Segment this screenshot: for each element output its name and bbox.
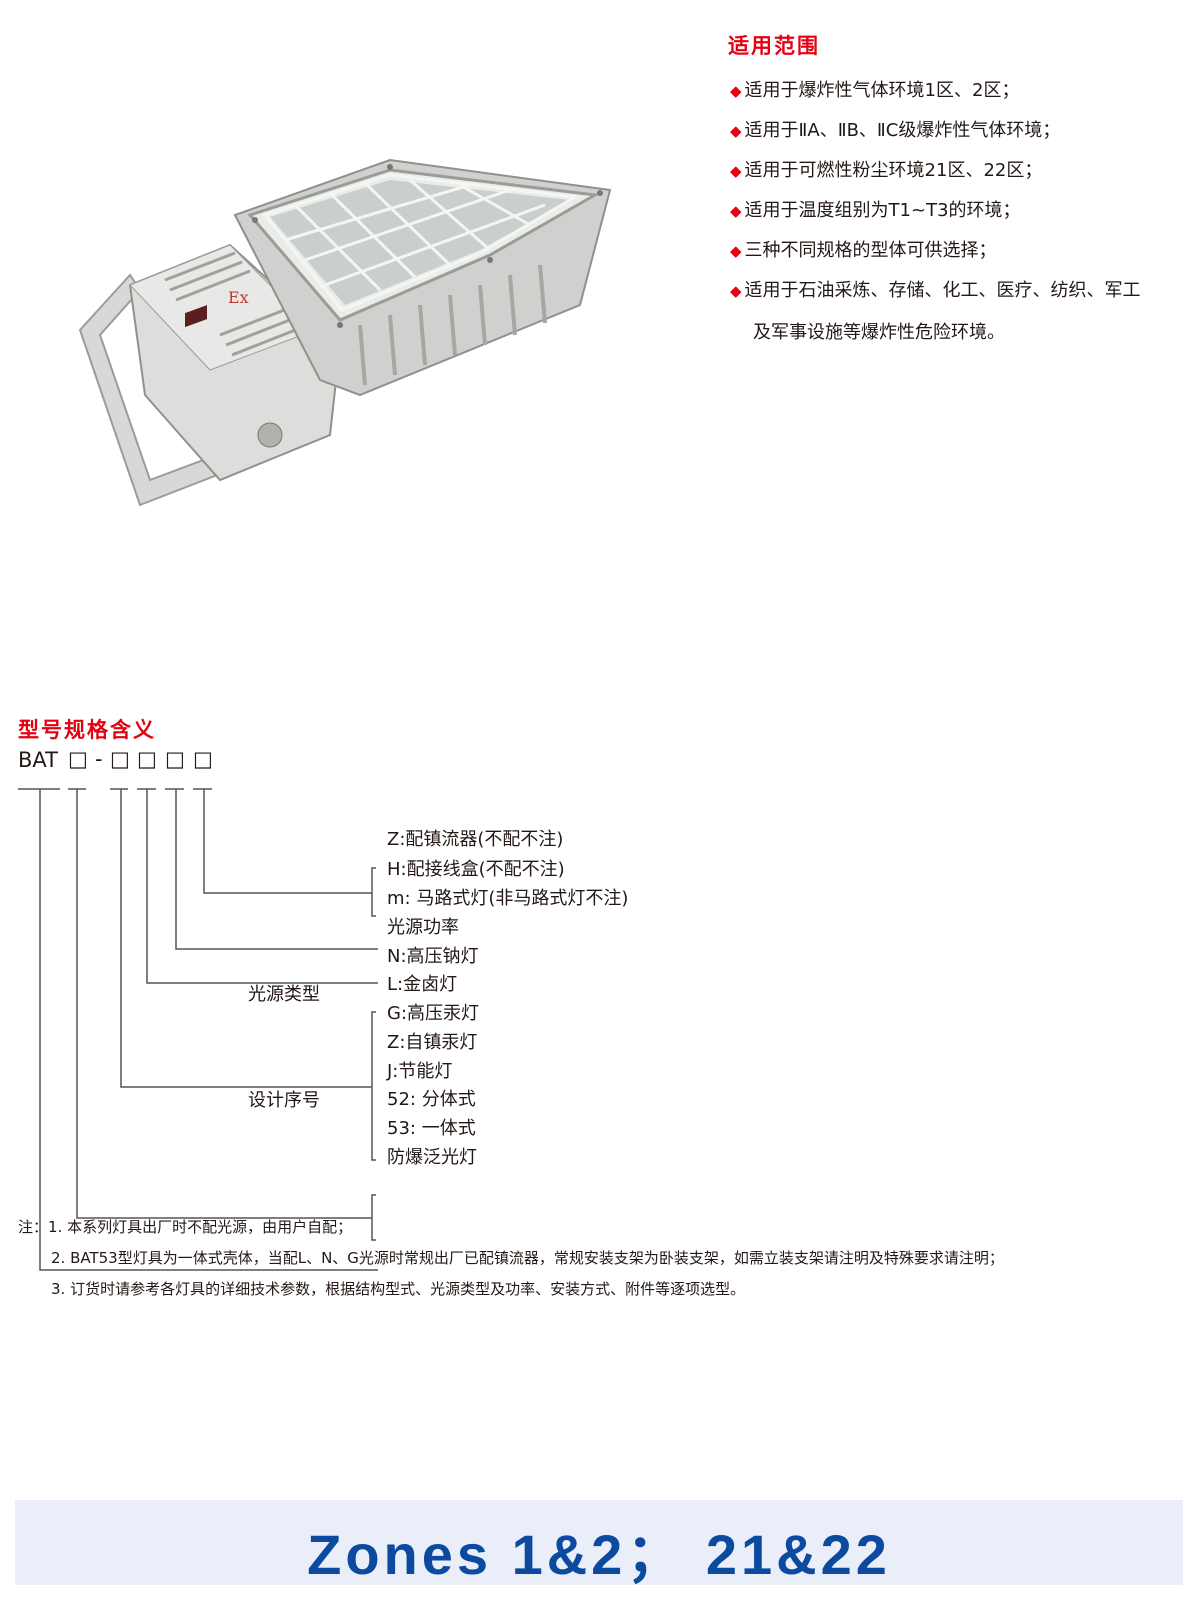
floodlight-product-image: Ex bbox=[78, 158, 612, 507]
scope-item: ◆适用于ⅡA、ⅡB、ⅡC级爆炸性气体环境； bbox=[730, 116, 1060, 142]
model-dash: - bbox=[95, 747, 103, 771]
source-type-l: L:金卤灯 bbox=[387, 974, 458, 995]
zones-text: Zones 1&2； 21&22 bbox=[307, 1523, 891, 1586]
source-type-j: J:节能灯 bbox=[387, 1061, 453, 1082]
red-diamond-icon: ◆ bbox=[730, 82, 742, 100]
source-type-label: 光源类型 bbox=[248, 984, 320, 1005]
scope-title: 适用范围 bbox=[728, 34, 820, 58]
ex-mark: Ex bbox=[228, 288, 249, 307]
red-diamond-icon: ◆ bbox=[730, 162, 742, 180]
design-label: 设计序号 bbox=[248, 1090, 320, 1111]
scope-item-text: 适用于爆炸性气体环境1区、2区； bbox=[744, 80, 1020, 101]
option-junction-box: H:配接线盒(不配不注) bbox=[387, 859, 565, 880]
scope-item-text: 三种不同规格的型体可供选择； bbox=[744, 240, 997, 261]
note-1: 注：1. 本系列灯具出厂时不配光源，由用户自配； bbox=[18, 1218, 353, 1236]
scope-item: ◆适用于爆炸性气体环境1区、2区； bbox=[730, 76, 1019, 102]
scope-item-text: 适用于ⅡA、ⅡB、ⅡC级爆炸性气体环境； bbox=[744, 120, 1061, 141]
design-53: 53: 一体式 bbox=[387, 1118, 476, 1139]
model-prefix: BAT bbox=[18, 748, 58, 772]
model-box-3: □ bbox=[137, 747, 157, 771]
option-road: m: 马路式灯(非马路式灯不注) bbox=[387, 888, 629, 909]
model-box-1: □ bbox=[68, 747, 88, 771]
zones-banner: Zones 1&2； 21&22 bbox=[15, 1500, 1183, 1586]
note-3: 3. 订货时请参考各灯具的详细技术参数，根据结构型式、光源类型及功率、安装方式、… bbox=[51, 1280, 746, 1298]
scope-item: ◆适用于可燃性粉尘环境21区、22区； bbox=[730, 156, 1042, 182]
scope-item: ◆适用于石油采炼、存储、化工、医疗、纺织、军工 bbox=[730, 276, 1141, 302]
source-type-n: N:高压钠灯 bbox=[387, 946, 479, 967]
design-52: 52: 分体式 bbox=[387, 1089, 476, 1110]
scope-item-text: 适用于石油采炼、存储、化工、医疗、纺织、军工 bbox=[744, 280, 1141, 301]
scope-item-text: 适用于温度组别为T1~T3的环境； bbox=[744, 200, 1021, 221]
option-product: 防爆泛光灯 bbox=[387, 1147, 477, 1168]
model-box-4: □ bbox=[165, 747, 185, 771]
model-diagram-lines bbox=[18, 788, 378, 1271]
scope-item-text: 适用于可燃性粉尘环境21区、22区； bbox=[744, 160, 1043, 181]
note-2: 2. BAT53型灯具为一体式壳体，当配L、N、G光源时常规出厂已配镇流器，常规… bbox=[51, 1249, 1004, 1267]
red-diamond-icon: ◆ bbox=[730, 202, 742, 220]
scope-continuation: 及军事设施等爆炸性危险环境。 bbox=[753, 322, 1005, 343]
red-diamond-icon: ◆ bbox=[730, 122, 742, 140]
scope-item: ◆三种不同规格的型体可供选择； bbox=[730, 236, 997, 262]
red-diamond-icon: ◆ bbox=[730, 282, 742, 300]
model-box-5: □ bbox=[193, 747, 213, 771]
source-type-g: G:高压汞灯 bbox=[387, 1003, 480, 1024]
scope-item: ◆适用于温度组别为T1~T3的环境； bbox=[730, 196, 1021, 222]
option-ballast: Z:配镇流器(不配不注) bbox=[387, 829, 564, 850]
source-type-z: Z:自镇汞灯 bbox=[387, 1032, 478, 1053]
model-title: 型号规格含义 bbox=[18, 718, 156, 742]
model-box-2: □ bbox=[110, 747, 130, 771]
red-diamond-icon: ◆ bbox=[730, 242, 742, 260]
option-power: 光源功率 bbox=[387, 917, 459, 938]
